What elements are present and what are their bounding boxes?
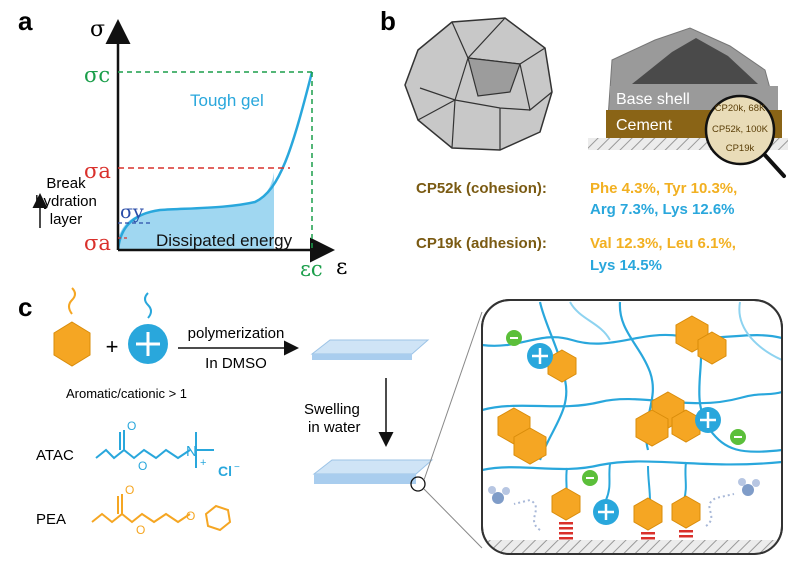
dissipated-energy-label: Dissipated energy <box>156 231 293 250</box>
panel-a-letter: a <box>18 6 33 36</box>
atac-chloride-charge: − <box>234 462 240 473</box>
zoom-spot <box>410 476 426 492</box>
reaction-bottom-label: In DMSO <box>205 355 267 372</box>
pea-ester-oxygen: O <box>136 523 145 537</box>
surface-bonds <box>559 522 693 540</box>
pea-label: PEA <box>36 511 66 528</box>
cp19k-label: CP19k (adhesion): <box>416 235 547 252</box>
ratio-label: Aromatic/cationic > 1 <box>66 386 187 401</box>
swelling-line1: Swelling <box>304 401 360 418</box>
atac-label: ATAC <box>36 447 74 464</box>
pea-oxygen: O <box>125 483 134 497</box>
shell-cross-section: Base shell Cement <box>588 27 788 150</box>
cationic-groups <box>527 343 721 525</box>
sigma-a-top-label: σa <box>84 159 111 183</box>
break-label-line1: Break <box>46 175 86 192</box>
eps-c-label: εc <box>300 257 323 281</box>
magnifier-icon <box>704 94 786 178</box>
pea-structure <box>91 494 232 532</box>
atac-nitrogen: N <box>186 443 197 460</box>
reaction-top-label: polymerization <box>188 325 285 342</box>
atac-chloride: Cl <box>218 463 232 479</box>
cement-label: Cement <box>616 117 673 134</box>
break-label-line2: hydration <box>35 193 97 210</box>
cp52k-label: CP52k (cohesion): <box>416 180 547 197</box>
aromatic-monomer-icon <box>53 287 91 367</box>
anionic-groups <box>506 330 746 486</box>
panel-b-letter: b <box>380 6 396 36</box>
swelling-line2: in water <box>308 419 361 436</box>
sigma-a-bottom-label: σa <box>84 231 111 255</box>
lens-item-cp20k: CP20k, 68K <box>715 103 766 114</box>
tough-gel-curve <box>116 71 314 251</box>
cp52k-line2: Arg 7.3%, Lys 12.6% <box>590 201 735 218</box>
dissipated-energy-area <box>118 172 274 250</box>
sigma-y-label: σy <box>120 201 144 223</box>
pea-ether-oxygen: O <box>186 509 195 523</box>
water-molecules <box>488 478 760 531</box>
base-shell-label: Base shell <box>616 91 690 108</box>
plus-sign: + <box>106 334 119 359</box>
zoom-line-top <box>423 311 483 481</box>
barnacle-drawing <box>404 17 553 151</box>
network-zoom <box>481 299 783 555</box>
atac-oxygen: O <box>127 419 136 433</box>
cp52k-line1: Phe 4.3%, Tyr 10.3%, <box>590 180 737 197</box>
zoom-line-bottom <box>423 488 483 549</box>
aromatic-hexagons <box>497 315 727 531</box>
gel-film-dry <box>310 339 430 360</box>
cp19k-line1: Val 12.3%, Leu 6.1%, <box>590 235 736 252</box>
break-label-line3: layer <box>50 211 83 228</box>
panel-a: a σ ε σc σa σy σa εc Tough gel Dissipate… <box>18 6 347 281</box>
x-axis-label: ε <box>336 255 347 280</box>
gel-film-swollen <box>312 459 434 484</box>
panel-c-letter: c <box>18 292 32 322</box>
lens-item-cp52k: CP52k, 100K <box>712 124 769 135</box>
atac-positive-charge: + <box>200 457 206 469</box>
y-axis-label: σ <box>90 17 105 42</box>
atac-ester-oxygen: O <box>138 459 147 473</box>
sigma-c-label: σc <box>84 63 110 87</box>
light-chains <box>569 301 782 361</box>
panel-c: c + Aromatic/cationic > 1 polymerization… <box>18 287 783 555</box>
atac-structure <box>95 430 214 468</box>
panel-b: b Base shell Cement CP20k, 68K CP52k, 10… <box>380 6 788 274</box>
cationic-monomer-icon <box>128 292 168 364</box>
lens-item-cp19k: CP19k <box>726 143 755 154</box>
tough-gel-label: Tough gel <box>190 91 264 110</box>
cp19k-line2: Lys 14.5% <box>590 257 662 274</box>
